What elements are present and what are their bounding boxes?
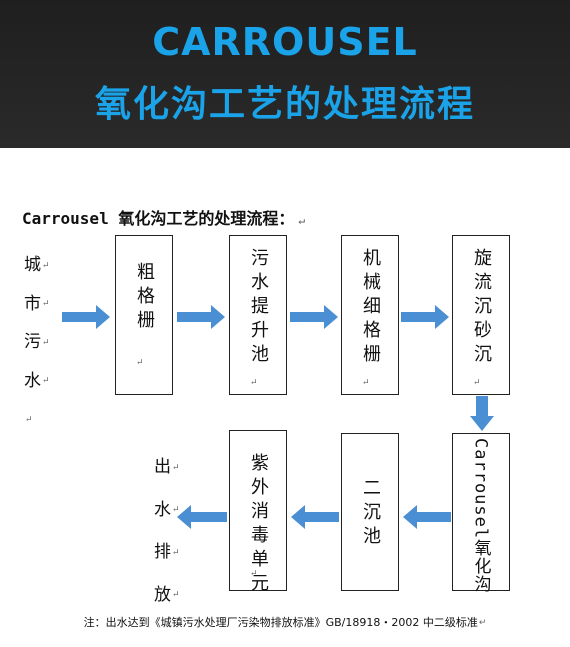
arrow-right-icon — [62, 305, 110, 329]
section-heading-text: Carrousel 氧化沟工艺的处理流程： — [22, 209, 295, 228]
source-empty-line: ↵ — [24, 400, 52, 439]
source-char: 污↵ — [24, 332, 50, 352]
return-mark-icon: ↵ — [473, 378, 481, 388]
outlet-label: 出↵ 水↵ 排↵ 放↵ — [154, 446, 182, 616]
grit-chamber-label: 旋流沉砂沉 — [471, 248, 492, 368]
source-char: 水↵ — [24, 370, 50, 391]
banner-title-en: CARROUSEL — [152, 20, 418, 64]
standard-note-text: 注：出水达到《城镇污水处理厂污染物排放标准》GB/18918・2002 中二级标… — [83, 616, 478, 629]
fine-screen-label: 机械细格栅 — [360, 248, 381, 368]
arrow-down-icon — [470, 396, 494, 431]
secondary-clarifier-label: 二沉池 — [360, 478, 381, 550]
grit-chamber-box: 旋流沉砂沉 ↵ — [452, 235, 510, 395]
paragraph-mark-icon: ↵ — [478, 618, 487, 628]
source-label: 城↵ 市↵ 污↵ 水↵ ↵ — [24, 246, 52, 439]
section-heading: Carrousel 氧化沟工艺的处理流程：↵ — [22, 205, 305, 229]
paragraph-mark-icon: ↵ — [42, 337, 50, 348]
arrow-right-icon — [290, 305, 338, 329]
return-mark-icon: ↵ — [250, 569, 258, 579]
arrow-right-icon — [177, 305, 225, 329]
standard-note: 注：出水达到《城镇污水处理厂污染物排放标准》GB/18918・2002 中二级标… — [0, 614, 570, 630]
lift-pump-label: 污水提升池 — [248, 248, 269, 368]
return-mark-icon: ↵ — [362, 378, 370, 388]
paragraph-mark-icon: ↵ — [25, 414, 33, 425]
paragraph-mark-icon: ↵ — [172, 547, 180, 558]
paragraph-mark-icon: ↵ — [172, 462, 180, 473]
outlet-char: 出↵ — [154, 457, 180, 477]
outlet-char: 水↵ — [154, 499, 180, 520]
lift-pump-box: 污水提升池 ↵ — [229, 235, 287, 395]
title-banner: CARROUSEL 氧化沟工艺的处理流程 — [0, 0, 570, 148]
outlet-char: 放↵ — [154, 584, 180, 605]
paragraph-mark-icon: ↵ — [298, 214, 305, 227]
arrow-right-icon — [401, 305, 449, 329]
secondary-clarifier-box: 二沉池 — [341, 433, 399, 591]
paragraph-mark-icon: ↵ — [42, 260, 50, 271]
banner-title-zh: 氧化沟工艺的处理流程 — [94, 84, 475, 125]
paragraph-mark-icon: ↵ — [172, 505, 180, 515]
arrow-left-icon — [403, 505, 451, 529]
uv-disinfection-label: 紫外消毒单元 — [248, 453, 269, 597]
source-char: 市↵ — [24, 293, 50, 314]
coarse-screen-label: 粗格栅 — [134, 262, 155, 334]
paragraph-mark-icon: ↵ — [42, 299, 50, 309]
paragraph-mark-icon: ↵ — [172, 590, 180, 600]
oxidation-ditch-box: Carrousel氧化沟 — [452, 433, 510, 594]
source-char: 城↵ — [24, 255, 50, 275]
uv-disinfection-box: 紫外消毒单元 ↵ — [229, 430, 287, 597]
arrow-left-icon — [291, 505, 339, 529]
fine-screen-box: 机械细格栅 ↵ — [341, 235, 399, 395]
paragraph-mark-icon: ↵ — [42, 376, 50, 386]
return-mark-icon: ↵ — [136, 358, 144, 368]
coarse-screen-box: 粗格栅 ↵ — [115, 235, 173, 395]
oxidation-ditch-label: Carrousel氧化沟 — [470, 438, 491, 594]
return-mark-icon: ↵ — [250, 378, 258, 388]
outlet-char: 排↵ — [154, 542, 180, 562]
arrow-left-icon — [177, 505, 227, 529]
